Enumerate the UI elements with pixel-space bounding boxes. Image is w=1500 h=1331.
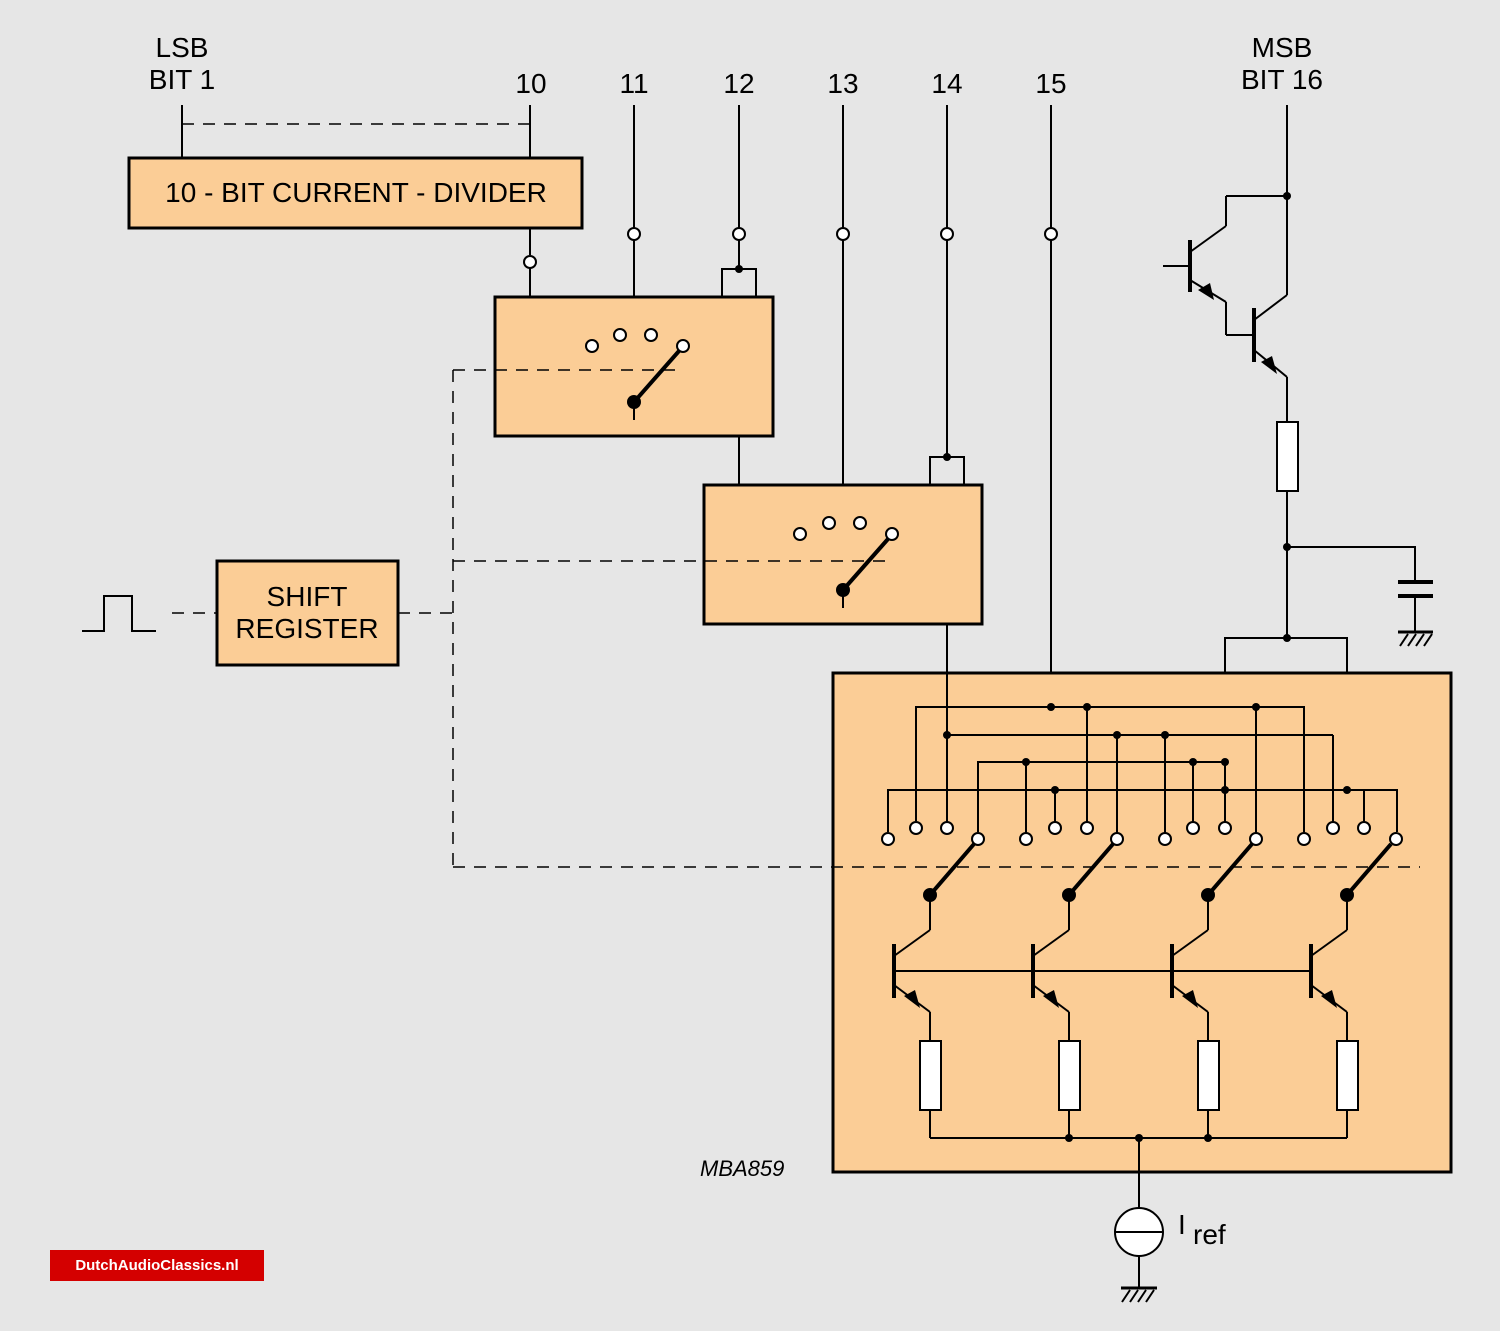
output-switch-block [453,671,1453,1174]
transistor-stage-4 [1309,895,1359,1138]
divider-label: 10 - BIT CURRENT - DIVIDER [165,177,547,208]
bit16-label: BIT 16 [1241,64,1323,95]
iref-subscript: ref [1193,1219,1226,1250]
bit13-label: 13 [827,68,858,99]
shift-label: SHIFT [267,581,348,612]
bit11-label: 11 [619,68,648,99]
transistor-stage-2 [1031,895,1081,1138]
msb-label: MSB [1252,32,1313,63]
watermark-badge: DutchAudioClassics.nl [50,1250,264,1281]
transistor-stage-1 [892,895,942,1138]
msb-output-stage [1163,105,1433,790]
bit-lines [627,105,1058,673]
switch-block-2 [702,483,984,673]
shift-register-block: SHIFT REGISTER [82,369,892,867]
register-label: REGISTER [235,613,378,644]
figure-code: MBA859 [700,1156,784,1181]
iref-current-source: I ref [1114,1138,1226,1303]
current-divider-block: 10 - BIT CURRENT - DIVIDER [127,105,584,297]
iref-label: I [1178,1209,1186,1240]
bit1-label: BIT 1 [149,64,215,95]
bit12-label: 12 [723,68,754,99]
bit10-label: 10 [515,68,546,99]
transistor-stage-3 [1170,895,1220,1138]
bit14-label: 14 [931,68,962,99]
switch-block-1 [493,295,775,485]
bit15-label: 15 [1035,68,1066,99]
lsb-label: LSB [156,32,209,63]
